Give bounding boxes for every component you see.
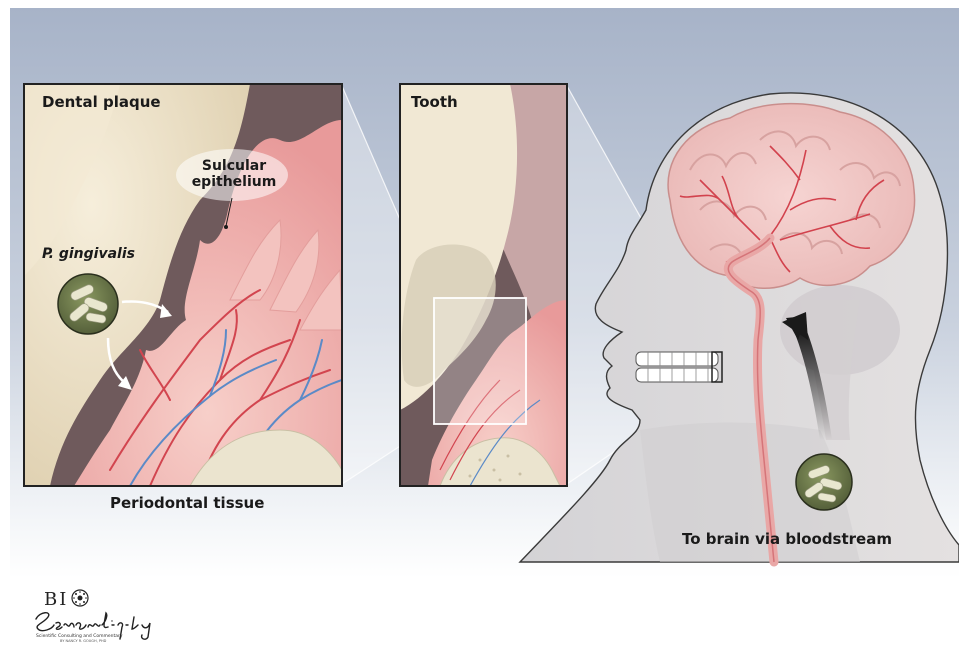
logo-mark: BI Scientific Consulting and Commentary … [30, 585, 170, 643]
svg-text:BI: BI [44, 589, 68, 610]
bacteria-circle-neck [796, 454, 852, 510]
label-sulcular-line2: epithelium [184, 174, 284, 190]
label-dental-plaque: Dental plaque [42, 93, 161, 111]
left-panel [24, 84, 342, 486]
label-to-brain: To brain via bloodstream [682, 530, 892, 548]
zoom-box [434, 298, 526, 424]
bioserendipity-logo: BI Scientific Consulting and Commentary … [30, 585, 170, 643]
label-sulcular-epithelium: Sulcular epithelium [184, 158, 284, 190]
logo-byline-graphic: BY NANCY R. GOUGH, PHD [60, 639, 107, 643]
bacteria-circle-plaque [58, 274, 118, 334]
label-tooth: Tooth [411, 93, 458, 111]
label-sulcular-line1: Sulcular [184, 158, 284, 174]
label-periodontal-tissue: Periodontal tissue [110, 494, 264, 512]
middle-panel [400, 84, 567, 486]
label-p-gingivalis: P. gingivalis [42, 246, 135, 262]
